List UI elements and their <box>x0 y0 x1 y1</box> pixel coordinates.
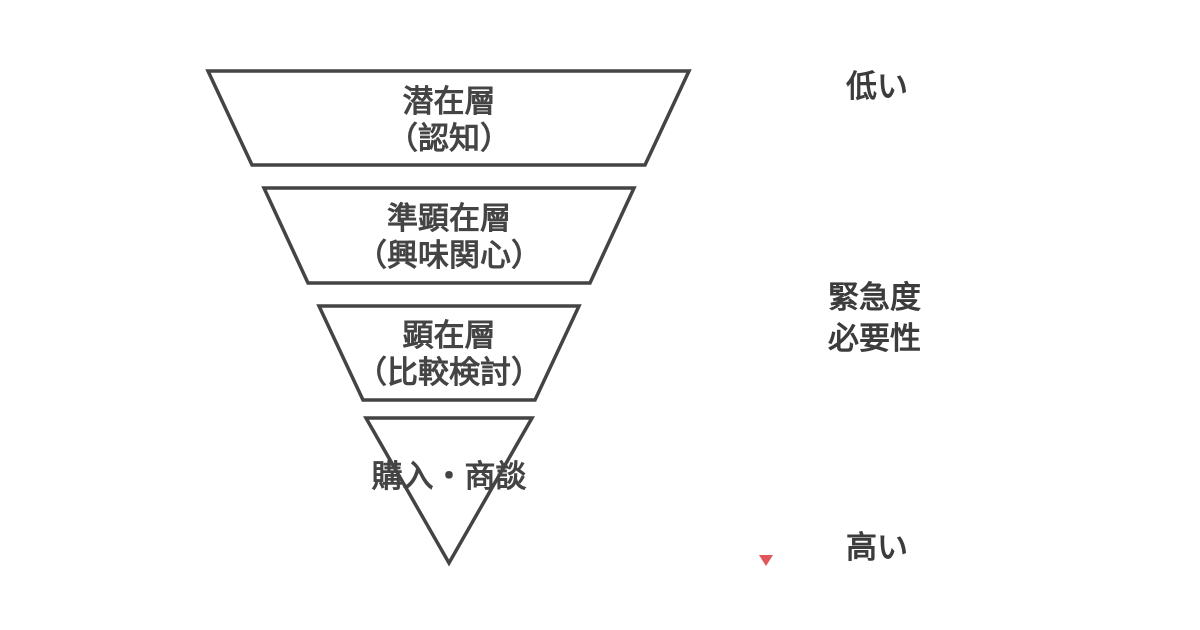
funnel-stage-interest: 準顕在層 （興味関心） <box>261 186 637 285</box>
axis-label-high: 高い <box>846 530 908 566</box>
axis-title-line1: 緊急度 <box>828 280 921 316</box>
axis-title: 緊急度 必要性 <box>828 278 921 360</box>
stage-awareness-title: 潜在層 <box>403 84 496 120</box>
stage-purchase-title: 購入・商談 <box>372 459 528 495</box>
axis-title-line2: 必要性 <box>828 321 921 357</box>
axis-label-low: 低い <box>846 69 908 105</box>
stage-awareness-subtitle: （認知） <box>387 121 511 157</box>
funnel-stage-consideration: 顕在層 （比較検討） <box>316 304 582 402</box>
stage-interest-title: 準顕在層 <box>387 201 511 237</box>
funnel-stage-purchase: 購入・商談 <box>362 416 536 567</box>
stage-consideration-title: 顕在層 <box>403 318 496 354</box>
arrow-head-icon <box>759 555 773 566</box>
urgency-axis-arrow <box>759 69 773 566</box>
stage-interest-subtitle: （興味関心） <box>356 238 542 274</box>
stage-consideration-subtitle: （比較検討） <box>356 355 542 391</box>
funnel-stage-awareness: 潜在層 （認知） <box>205 69 692 167</box>
